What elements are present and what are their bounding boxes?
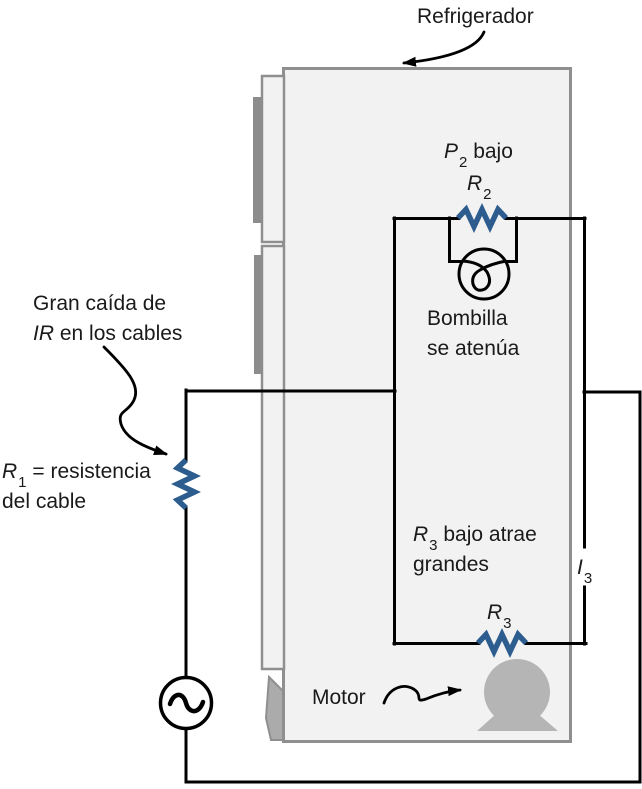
bulb-branch-left xyxy=(448,216,464,263)
bulb-filament xyxy=(461,259,507,292)
i3-label: I3 xyxy=(577,553,592,586)
refrigerator-graphic xyxy=(253,67,572,743)
fridge-freezer-door xyxy=(260,74,286,244)
fridge-lower-door xyxy=(260,244,286,671)
r1-line2: del cable xyxy=(2,490,87,513)
refrigerator-label-text: Refrigerador xyxy=(417,5,534,28)
motor-label-text: Motor xyxy=(312,686,366,709)
r1-sub: 1 xyxy=(18,474,27,492)
p2-sub: 2 xyxy=(459,154,468,172)
bulb-globe xyxy=(457,247,511,301)
bulb-label-line2: se atenúa xyxy=(427,337,520,360)
fridge-door-handle xyxy=(254,255,263,374)
i3-var: I xyxy=(577,556,583,579)
r3-note-label: R3 bajo atrae grandes xyxy=(413,520,537,580)
bulb-icon xyxy=(457,247,511,301)
r3-var: R xyxy=(487,601,503,624)
ir-drop-line1: Gran caída de xyxy=(33,292,167,315)
refrigerator-label: Refrigerador xyxy=(417,2,534,32)
fridge-base-corner xyxy=(264,674,284,741)
r3-sub: 3 xyxy=(503,615,512,633)
r3-label: R3 xyxy=(487,598,512,631)
motor-pointer-arrow xyxy=(382,685,462,705)
wire-outer-loop xyxy=(184,390,642,784)
ac-sine-glyph xyxy=(167,692,206,714)
r3-note-rest: bajo atrae xyxy=(437,523,537,546)
r1-label: R1 = resistencia del cable xyxy=(2,457,151,517)
bulb-label-line1: Bombilla xyxy=(427,307,508,330)
ac-source-icon xyxy=(158,675,214,731)
r1-rest: = resistencia xyxy=(26,460,151,483)
motor-body xyxy=(484,659,550,725)
ir-drop-rest: en los cables xyxy=(54,322,183,345)
refrigerator-pointer-arrow xyxy=(402,30,486,67)
motor-label: Motor xyxy=(312,683,366,713)
r1-var: R xyxy=(2,460,18,483)
bulb-dims-label: Bombilla se atenúa xyxy=(427,304,519,364)
fridge-freezer-handle xyxy=(253,97,263,223)
r3-note-line2: grandes xyxy=(413,553,489,576)
circuit-wires xyxy=(184,216,642,784)
p2-rest: bajo xyxy=(467,140,513,163)
r3-note-sub: 3 xyxy=(429,537,438,555)
motor-base xyxy=(477,713,558,731)
motor-icon xyxy=(477,659,558,731)
ir-var: IR xyxy=(33,322,54,345)
r3-note-line1: R3 bajo atrae xyxy=(413,520,537,553)
ir-drop-pointer-arrow xyxy=(102,345,168,456)
bulb-branch-right xyxy=(504,216,518,263)
i3-sub: 3 xyxy=(583,570,593,588)
fridge-body xyxy=(282,67,572,743)
r2-var: R xyxy=(467,172,483,195)
r2-sub: 2 xyxy=(483,186,492,204)
r1-line1: R1 = resistencia xyxy=(2,457,151,490)
ir-drop-label: Gran caída de IR en los cables xyxy=(33,289,182,349)
ir-drop-line2: IR en los cables xyxy=(33,319,182,349)
p2-var: P xyxy=(444,140,459,163)
resistor-r2-icon xyxy=(455,203,509,233)
r3-note-var: R xyxy=(413,523,429,546)
r2-label: R2 xyxy=(467,169,492,202)
resistor-r3-icon xyxy=(475,628,529,658)
resistor-r1-icon xyxy=(171,457,201,511)
p2-low-label: P2 bajo xyxy=(444,137,513,170)
